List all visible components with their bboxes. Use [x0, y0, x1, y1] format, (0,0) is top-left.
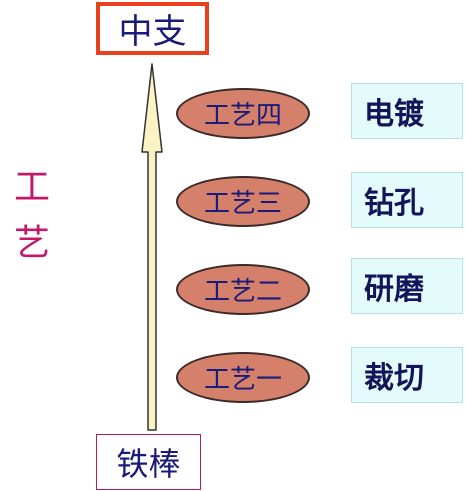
process-1-label: 工艺一 — [203, 365, 282, 395]
process-side-label: 工 艺 — [10, 160, 54, 272]
step-box-3: 钻孔 — [351, 172, 463, 228]
process-2-ellipse: 工艺二 — [176, 264, 310, 315]
process-4-ellipse: 工艺四 — [176, 88, 310, 139]
step-4-label: 电镀 — [364, 97, 424, 132]
product-label: 中支 — [118, 12, 187, 52]
process-3-ellipse: 工艺三 — [176, 176, 310, 227]
process-2-label: 工艺二 — [203, 277, 282, 307]
step-2-label: 研磨 — [364, 272, 424, 307]
product-box: 中支 — [96, 2, 209, 55]
material-label: 铁棒 — [116, 445, 181, 483]
side-label-char-2: 艺 — [13, 223, 50, 264]
side-label-char-1: 工 — [13, 167, 50, 208]
process-1-ellipse: 工艺一 — [176, 352, 310, 403]
up-arrow-icon — [141, 63, 163, 431]
process-4-label: 工艺四 — [203, 101, 282, 131]
step-3-label: 钻孔 — [364, 186, 424, 221]
step-box-1: 裁切 — [351, 347, 463, 403]
step-box-4: 电镀 — [351, 83, 463, 139]
process-3-label: 工艺三 — [203, 189, 282, 219]
material-box: 铁棒 — [96, 434, 201, 490]
step-1-label: 裁切 — [364, 361, 424, 396]
step-box-2: 研磨 — [351, 258, 463, 314]
